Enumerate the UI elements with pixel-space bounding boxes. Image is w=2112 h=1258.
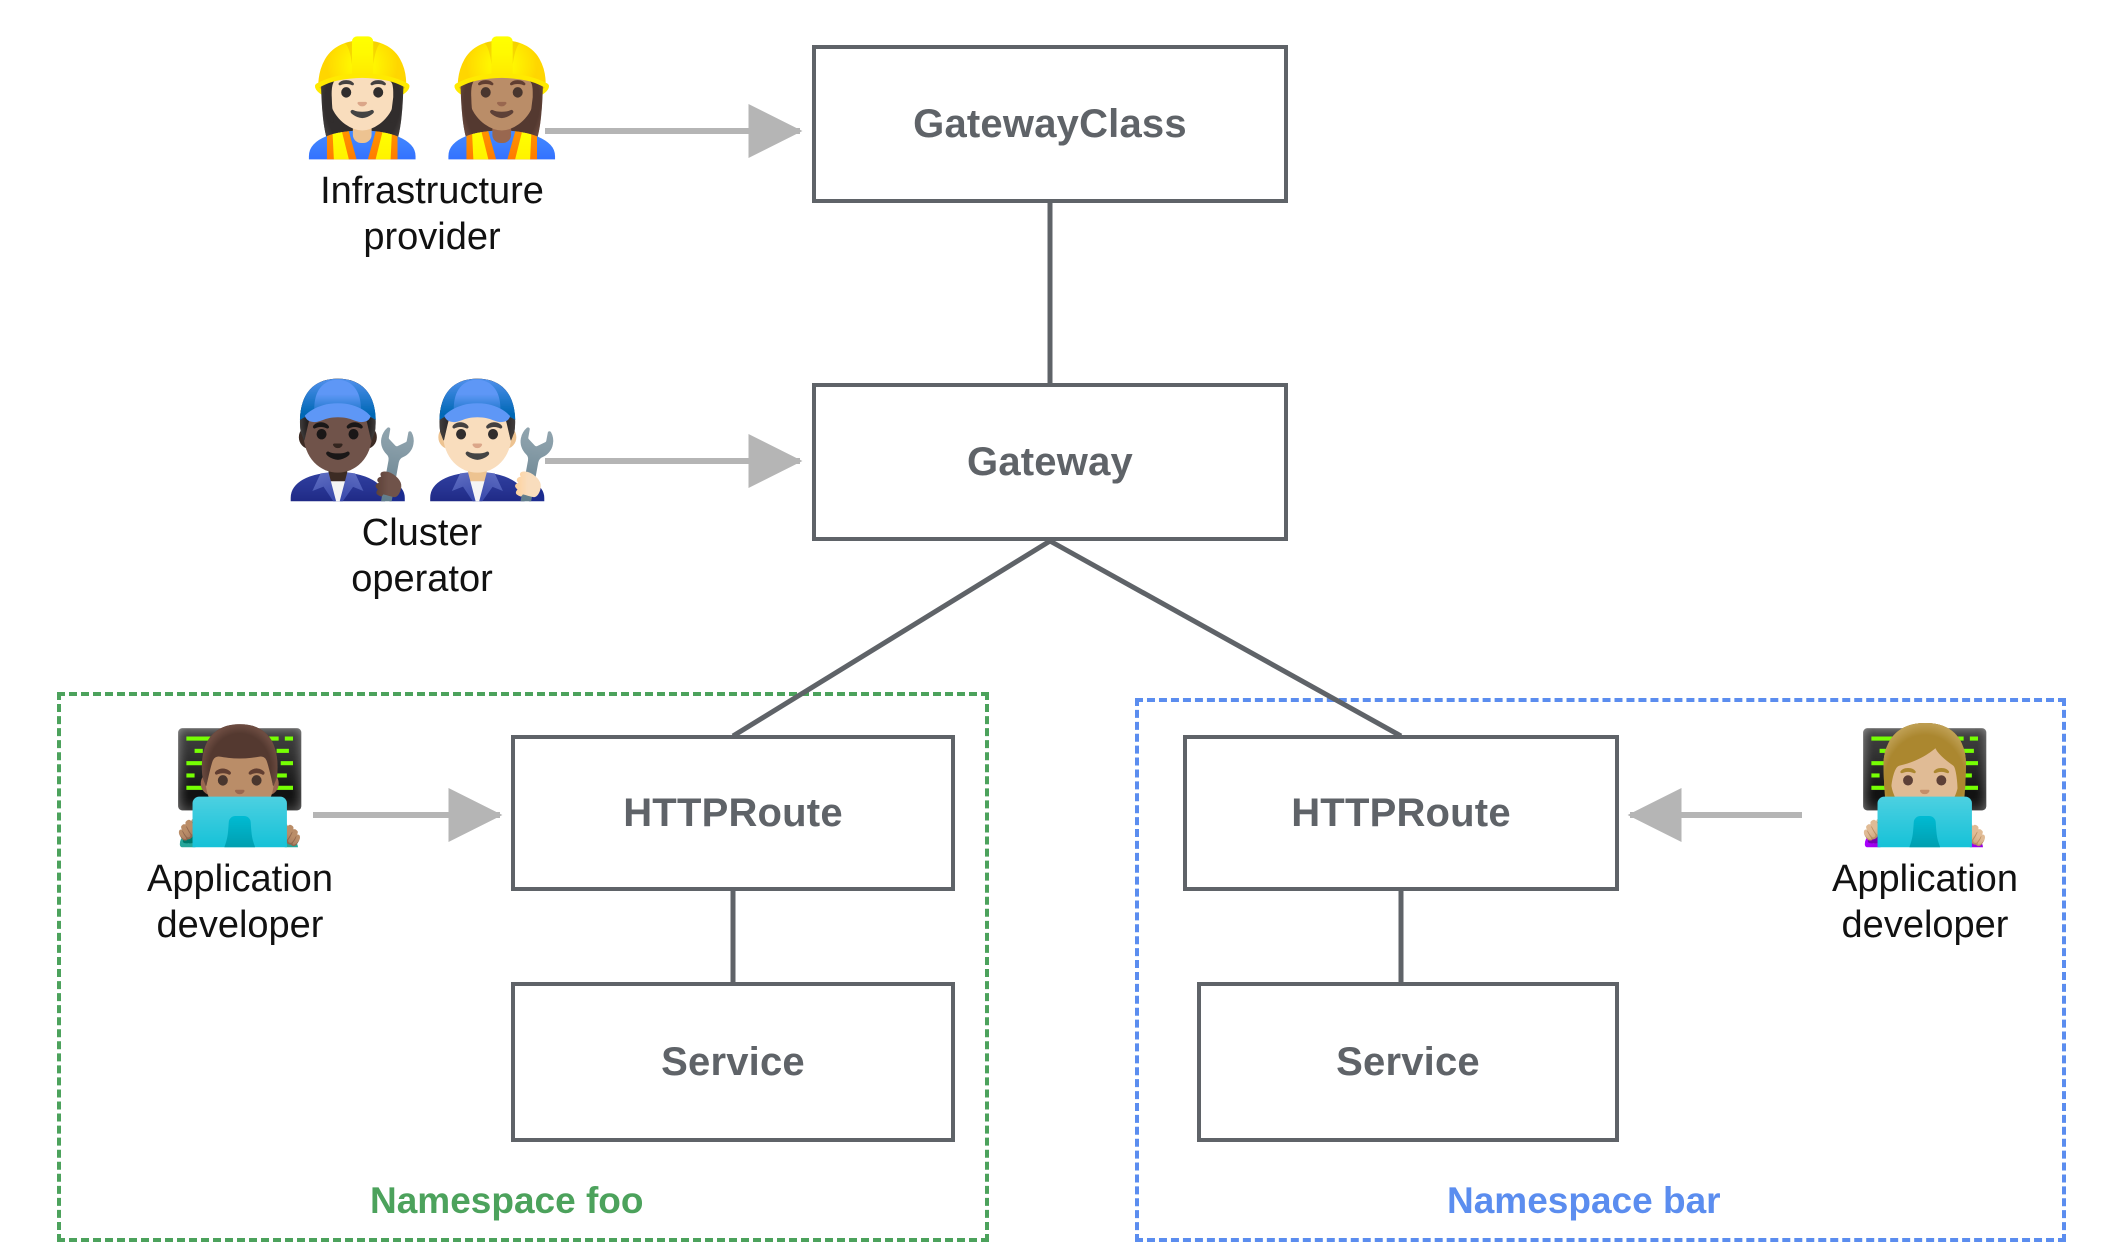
persona-application-developer-foo: 👨🏽‍💻 Application developer: [105, 721, 375, 948]
persona-application-developer-bar: 👩🏼‍💻 Application developer: [1790, 721, 2060, 948]
node-httproute-foo-label: HTTPRoute: [623, 791, 843, 835]
woman-construction-worker-light-icon: 👷🏻‍♀️: [292, 33, 432, 163]
persona-application-developer-foo-caption: Application developer: [147, 857, 333, 946]
woman-technologist-medium-light-icon: 👩🏼‍💻: [1855, 721, 1995, 851]
node-gateway-label: Gateway: [967, 440, 1133, 484]
man-mechanic-light-icon: 👨🏻‍🔧: [422, 375, 562, 505]
persona-application-developer-bar-icons: 👩🏼‍💻: [1855, 721, 1995, 851]
namespace-container-foo: [57, 692, 989, 1242]
node-service-bar-label: Service: [1336, 1040, 1480, 1084]
node-httproute-bar[interactable]: HTTPRoute: [1183, 735, 1619, 891]
node-service-foo-label: Service: [661, 1040, 805, 1084]
node-gatewayclass[interactable]: GatewayClass: [812, 45, 1288, 203]
node-gatewayclass-label: GatewayClass: [913, 102, 1187, 146]
man-technologist-medium-icon: 👨🏽‍💻: [170, 721, 310, 851]
namespace-label-bar: Namespace bar: [1447, 1180, 1721, 1221]
persona-cluster-operator-icons: 👨🏿‍🔧 👨🏻‍🔧: [282, 375, 562, 505]
man-mechanic-dark-icon: 👨🏿‍🔧: [282, 375, 422, 505]
namespace-container-bar: [1135, 698, 2066, 1242]
persona-infrastructure-provider-caption: Infrastructure provider: [320, 169, 544, 258]
persona-application-developer-bar-caption: Application developer: [1832, 857, 2018, 946]
node-httproute-bar-label: HTTPRoute: [1291, 791, 1511, 835]
node-httproute-foo[interactable]: HTTPRoute: [511, 735, 955, 891]
node-gateway[interactable]: Gateway: [812, 383, 1288, 541]
woman-construction-worker-medium-icon: 👷🏽‍♀️: [432, 33, 572, 163]
persona-cluster-operator: 👨🏿‍🔧 👨🏻‍🔧 Cluster operator: [272, 375, 572, 602]
persona-infrastructure-provider-icons: 👷🏻‍♀️ 👷🏽‍♀️: [292, 33, 572, 163]
persona-infrastructure-provider: 👷🏻‍♀️ 👷🏽‍♀️ Infrastructure provider: [272, 33, 592, 260]
persona-cluster-operator-caption: Cluster operator: [351, 511, 493, 600]
node-service-bar[interactable]: Service: [1197, 982, 1619, 1142]
node-service-foo[interactable]: Service: [511, 982, 955, 1142]
namespace-label-foo: Namespace foo: [370, 1180, 644, 1221]
persona-application-developer-foo-icons: 👨🏽‍💻: [170, 721, 310, 851]
